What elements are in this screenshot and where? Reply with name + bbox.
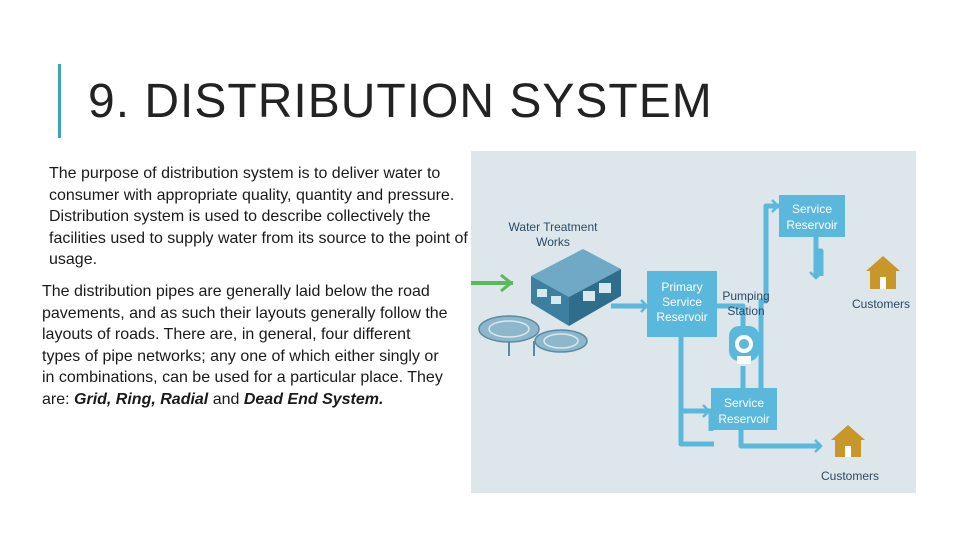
pumping-label-line1: Pumping xyxy=(722,289,769,303)
primary-label-line3: Reservoir xyxy=(656,310,707,324)
settling-tank-icon xyxy=(478,315,588,356)
customers-bottom-label: Customers xyxy=(821,469,879,483)
network-type-dead-end: Dead End System. xyxy=(243,390,384,408)
house-icon xyxy=(831,425,865,457)
treatment-building-icon xyxy=(531,249,621,326)
title-accent-bar xyxy=(58,64,61,138)
wtw-label-line2: Works xyxy=(536,235,570,249)
primary-label-line1: Primary xyxy=(661,280,702,294)
pumping-label-line2: Station xyxy=(727,304,764,318)
pump-icon xyxy=(729,326,759,364)
sr-top-label-line2: Reservoir xyxy=(786,218,837,232)
pipe-sr-top-customers-b xyxy=(813,237,824,276)
service-reservoir-top-box xyxy=(779,195,845,237)
slide-title: 9. DISTRIBUTION SYSTEM xyxy=(88,75,713,128)
sr-bottom-label-line2: Reservoir xyxy=(718,412,769,426)
distribution-diagram: Water Treatment Works Primary Service Re… xyxy=(471,151,916,493)
pipe-trunk-low xyxy=(678,411,714,447)
inflow-arrow xyxy=(500,273,514,293)
pipe-sr-bottom-customers xyxy=(738,429,821,449)
paragraph-purpose: The purpose of distribution system is to… xyxy=(49,165,468,269)
service-reservoir-bottom-box xyxy=(711,388,777,430)
wtw-label-line1: Water Treatment xyxy=(509,220,599,234)
customers-top-label: Customers xyxy=(852,297,910,311)
sr-bottom-label-line1: Service xyxy=(724,396,764,410)
pipe-primary-pumping xyxy=(716,303,746,326)
network-types-list: Grid, Ring, Radial xyxy=(74,390,209,408)
paragraph-and-word: and xyxy=(208,390,244,408)
paragraph-pipe-networks: The distribution pipes are generally lai… xyxy=(42,281,452,411)
primary-service-reservoir-box xyxy=(647,271,717,337)
sr-top-label-line1: Service xyxy=(792,202,832,216)
house-icon xyxy=(866,256,900,289)
primary-label-line2: Service xyxy=(662,295,702,309)
paragraph-pipe-networks-intro: The distribution pipes are generally lai… xyxy=(42,283,448,408)
